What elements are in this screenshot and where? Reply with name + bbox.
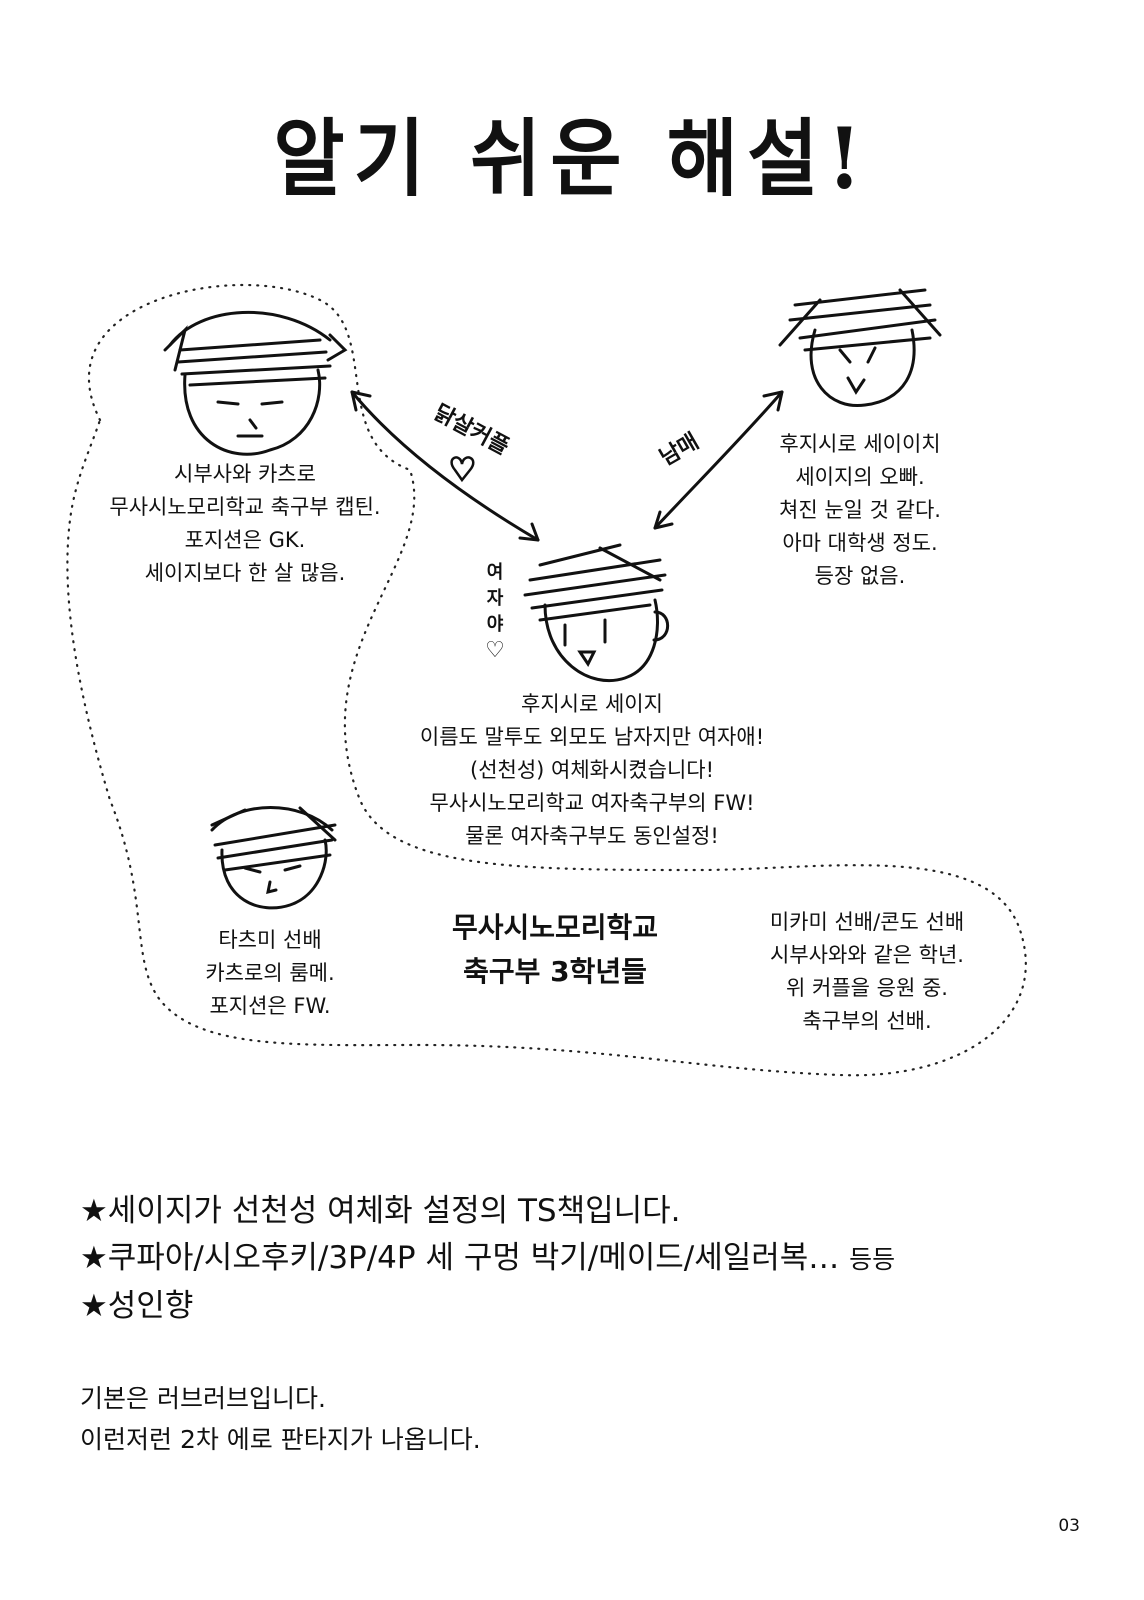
shibusawa-face-icon xyxy=(163,311,348,456)
character-name: 후지시로 세이지 xyxy=(521,692,663,716)
seiji-face-icon xyxy=(523,543,670,683)
basic-description: 기본은 러브러브입니다. 이런저런 2차 에로 판타지가 나옵니다. xyxy=(80,1384,481,1454)
group-label: 무사시노모리학교 축구부 3학년들 xyxy=(451,911,659,988)
shibusawa-description: 시부사와 카츠로 무사시노모리학교 축구부 캡틴. 포지션은 GK. 세이지보다… xyxy=(80,458,410,590)
seiichi-description: 후지시로 세이이치 세이지의 오빠. 쳐진 눈일 것 같다. 아마 대학생 정도… xyxy=(740,428,980,593)
character-name: 후지시로 세이이치 xyxy=(779,432,941,456)
girl-note: 여 자 야 ♡ xyxy=(482,560,508,664)
content-notes: ★세이지가 선천성 여체화 설정의 TS책입니다. ★쿠파아/시오후키/3P/4… xyxy=(80,1188,895,1330)
tatsumi-face-icon xyxy=(210,806,337,910)
character-name: 타츠미 선배 xyxy=(218,928,322,952)
small-heart-icon: ♡ xyxy=(485,638,505,663)
sibling-arrow-head-a xyxy=(762,390,784,412)
note-line: ★성인향 xyxy=(80,1288,194,1324)
dotted-enclosure xyxy=(66,283,1027,1077)
note-line: ★세이지가 선천성 여체화 설정의 TS책입니다. xyxy=(80,1193,681,1229)
seiichi-face-icon xyxy=(778,288,942,408)
sibling-arrow-head-b xyxy=(653,510,674,530)
character-name: 시부사와 카츠로 xyxy=(174,462,316,486)
mikami-kondo-description: 미카미 선배/콘도 선배 시부사와와 같은 학년. 위 커플을 응원 중. 축구… xyxy=(732,906,1002,1038)
page-title: 알기 쉬운 해설! xyxy=(273,109,871,208)
character-name: 미카미 선배/콘도 선배 xyxy=(769,910,965,934)
couple-arrow-head-a xyxy=(350,390,372,412)
heart-icon xyxy=(450,456,475,483)
page-number: 03 xyxy=(1058,1516,1080,1536)
tatsumi-description: 타츠미 선배 카츠로의 룸메. 포지션은 FW. xyxy=(170,924,370,1023)
seiji-description: 후지시로 세이지 이름도 말투도 외모도 남자지만 여자애! (선천성) 여체화… xyxy=(372,688,812,853)
couple-arrow xyxy=(350,390,540,542)
couple-arrow-head-b xyxy=(518,522,540,542)
sibling-arrow xyxy=(653,390,784,530)
note-line: ★쿠파아/시오후키/3P/4P 세 구멍 박기/메이드/세일러복… 등등 xyxy=(80,1240,896,1276)
